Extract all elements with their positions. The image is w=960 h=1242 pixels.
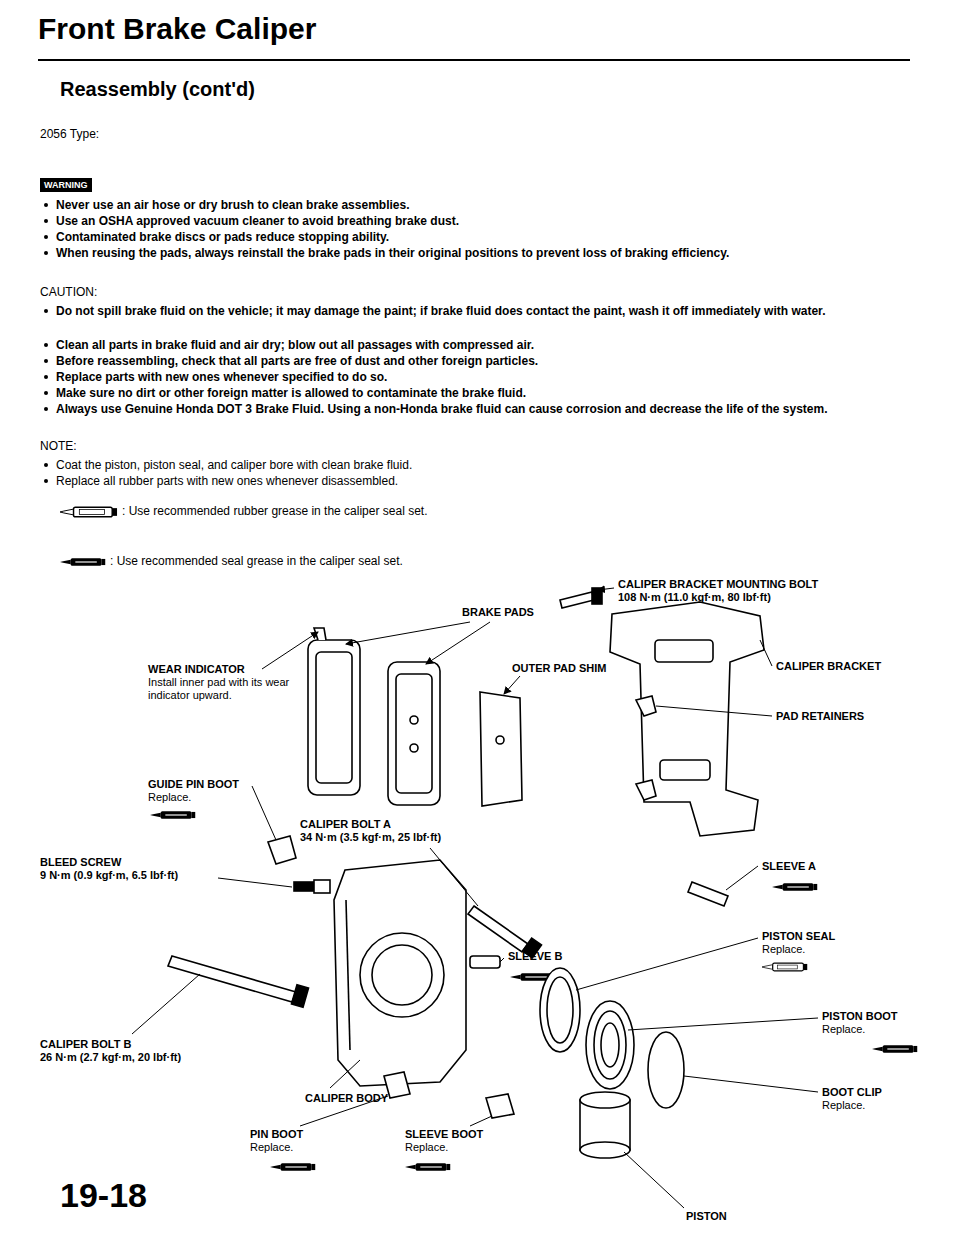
- note-heading: NOTE:: [40, 440, 77, 454]
- leader-lines: [132, 588, 818, 1208]
- note-item: Replace all rubber parts with new ones w…: [56, 474, 916, 488]
- grease-icons: [60, 507, 917, 1171]
- type-note: 2056 Type:: [40, 128, 99, 142]
- page-number: 19-18: [60, 1176, 147, 1215]
- part-name: PISTON BOOT: [822, 1010, 898, 1023]
- part-name: CALIPER BODY: [305, 1092, 388, 1105]
- warning-item: Never use an air hose or dry brush to cl…: [56, 198, 936, 212]
- part-name: BOOT CLIP: [822, 1086, 882, 1099]
- parts: [168, 588, 764, 1158]
- torque-spec: 9 N·m (0.9 kgf·m, 6.5 lbf·ft): [40, 869, 178, 882]
- torque-spec: 108 N·m (11.0 kgf·m, 80 lbf·ft): [618, 591, 771, 604]
- replace-note: Replace.: [822, 1023, 865, 1036]
- part-name: SLEEVE A: [762, 860, 816, 873]
- note-item: Coat the piston, piston seal, and calipe…: [56, 458, 916, 472]
- part-name: BLEED SCREW: [40, 856, 121, 869]
- part-name: BRAKE PADS: [462, 606, 534, 619]
- torque-spec: 34 N·m (3.5 kgf·m, 25 lbf·ft): [300, 831, 441, 844]
- torque-spec: 26 N·m (2.7 kgf·m, 20 lbf·ft): [40, 1051, 181, 1064]
- part-name: PISTON SEAL: [762, 930, 835, 943]
- replace-note: Replace.: [762, 943, 805, 956]
- grease-note: : Use recommended rubber grease in the c…: [122, 505, 428, 519]
- grease-note: : Use recommended seal grease in the cal…: [110, 555, 403, 569]
- warning-item: Use an OSHA approved vacuum cleaner to a…: [56, 214, 936, 228]
- replace-note: Replace.: [405, 1141, 448, 1154]
- part-name: CALIPER BOLT A: [300, 818, 391, 831]
- badge-text: WARNING: [44, 180, 88, 190]
- caution-item: Always use Genuine Honda DOT 3 Brake Flu…: [56, 402, 916, 416]
- section-heading: Reassembly (cont'd): [60, 78, 255, 101]
- part-name: CALIPER BOLT B: [40, 1038, 131, 1051]
- warning-item: When reusing the pads, always reinstall …: [56, 246, 936, 260]
- replace-note: Replace.: [822, 1099, 865, 1112]
- caution-item: Before reassembling, check that all part…: [56, 354, 916, 368]
- part-name: SLEEVE BOOT: [405, 1128, 483, 1141]
- page-title: Front Brake Caliper: [38, 12, 316, 47]
- replace-note: Replace.: [148, 791, 191, 804]
- warning-badge: WARNING: [40, 178, 92, 192]
- part-name: CALIPER BRACKET MOUNTING BOLT: [618, 578, 818, 591]
- part-name: PAD RETAINERS: [776, 710, 864, 723]
- caution-item: Do not spill brake fluid on the vehicle;…: [56, 304, 916, 318]
- part-name: WEAR INDICATOR: [148, 663, 245, 676]
- caution-item: Clean all parts in brake fluid and air d…: [56, 338, 916, 352]
- install-note: Install inner pad with its wear indicato…: [148, 676, 298, 702]
- part-name: OUTER PAD SHIM: [512, 662, 607, 675]
- caution-item: Replace parts with new ones whenever spe…: [56, 370, 916, 384]
- part-name: GUIDE PIN BOOT: [148, 778, 239, 791]
- part-name: PIN BOOT: [250, 1128, 303, 1141]
- part-name: SLEEVE B: [508, 950, 562, 963]
- warning-item: Contaminated brake discs or pads reduce …: [56, 230, 936, 244]
- replace-note: Replace.: [250, 1141, 293, 1154]
- caution-item: Make sure no dirt or other foreign matte…: [56, 386, 916, 400]
- caution-heading: CAUTION:: [40, 286, 97, 300]
- part-name: PISTON: [686, 1210, 727, 1223]
- part-name: CALIPER BRACKET: [776, 660, 881, 673]
